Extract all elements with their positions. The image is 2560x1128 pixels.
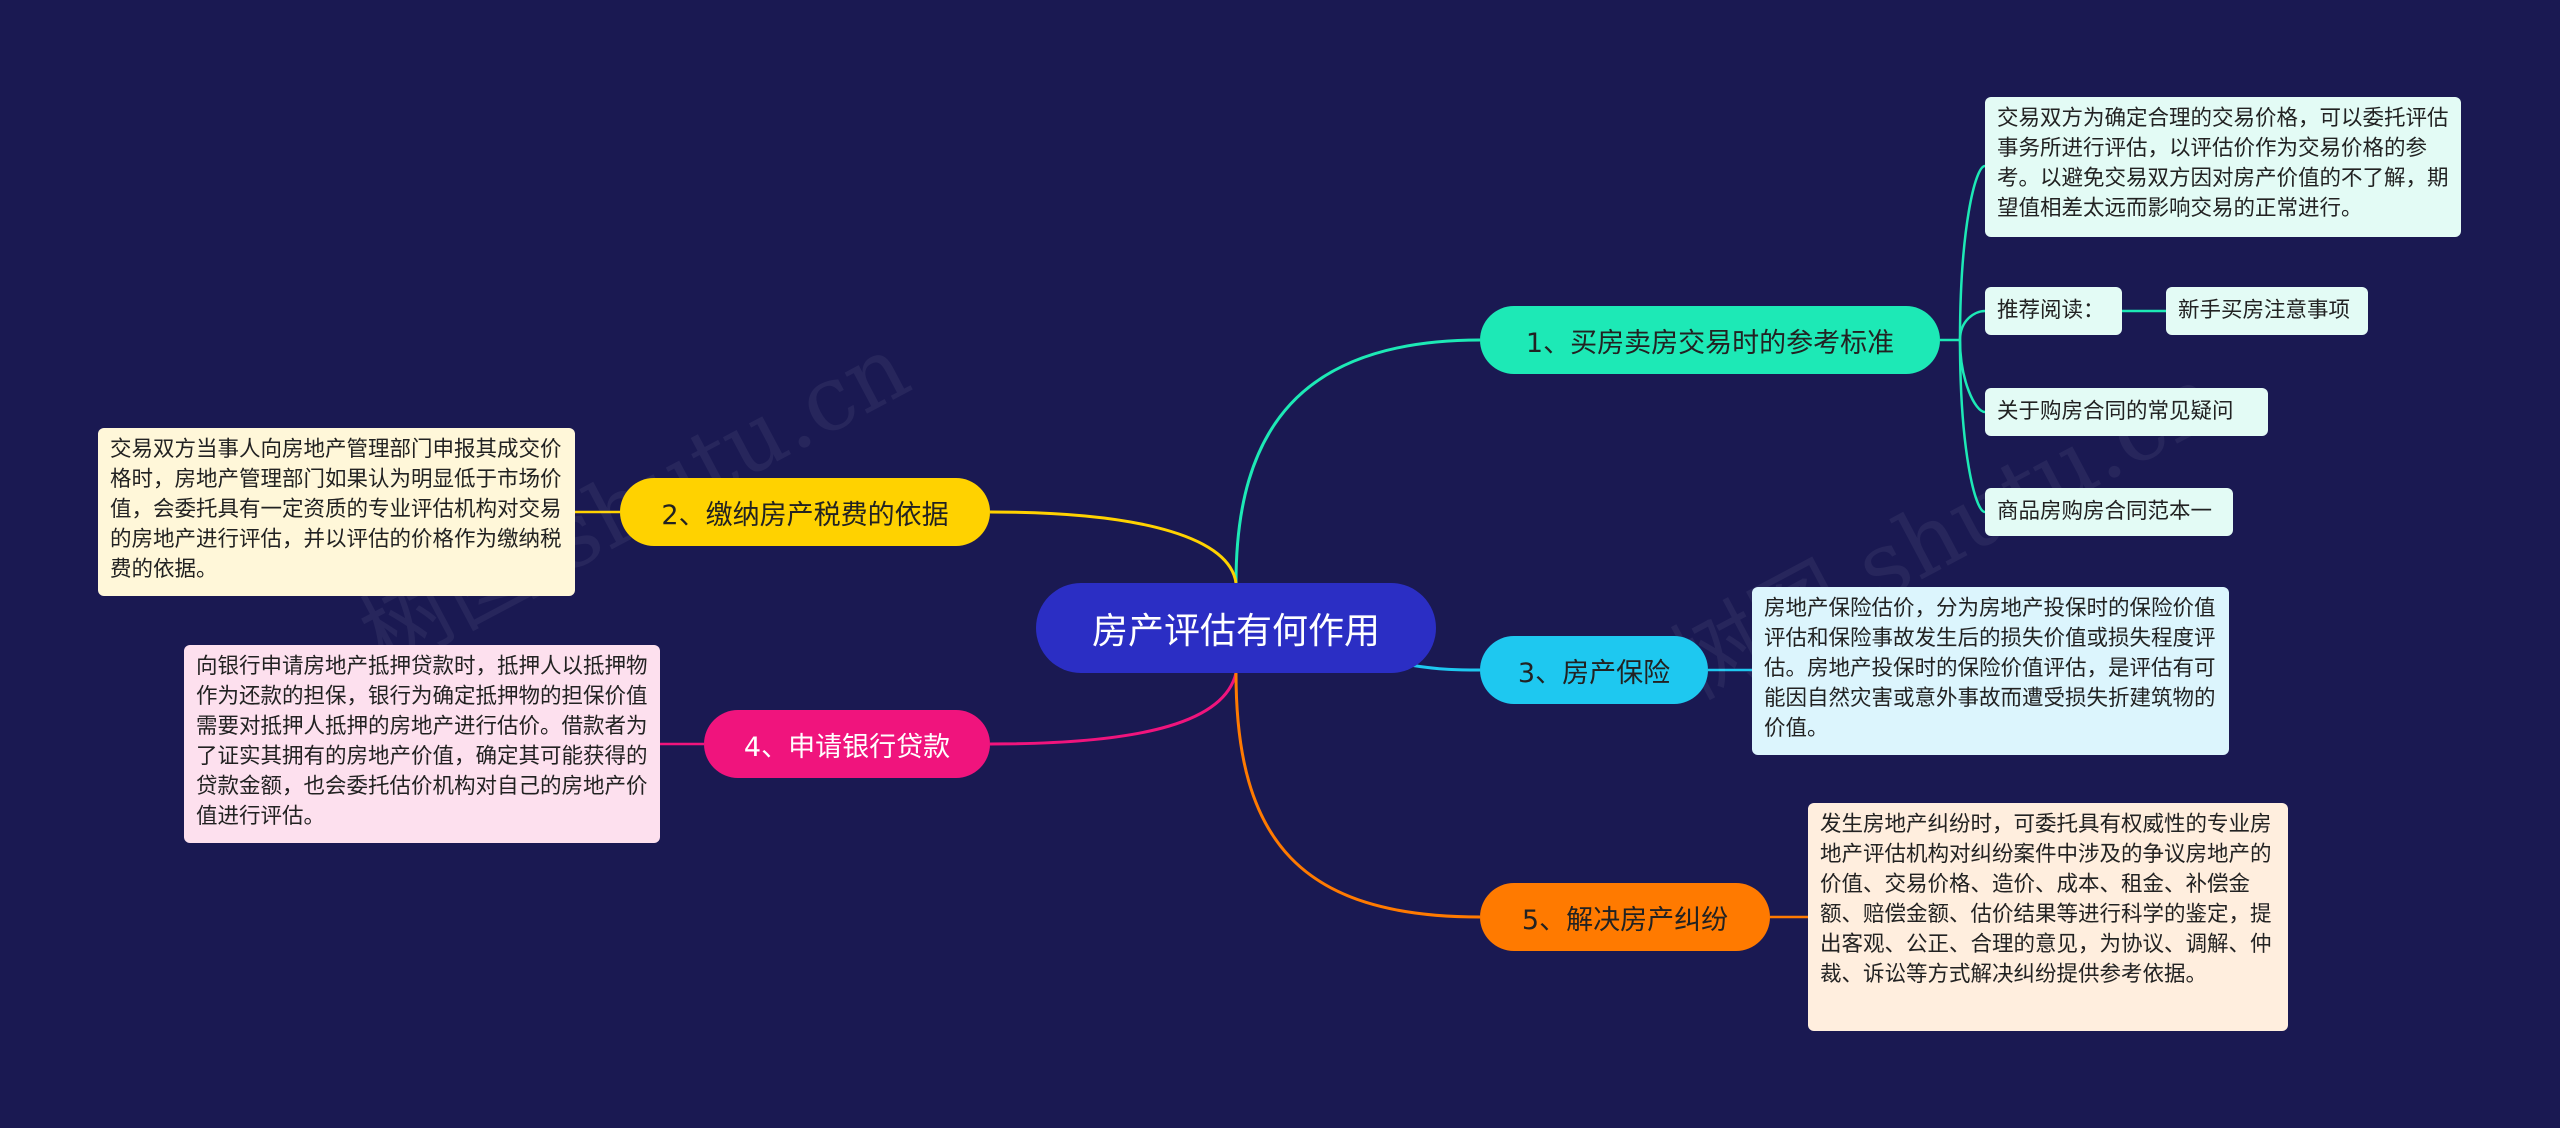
link-b1-leaf-4 <box>1958 339 1986 514</box>
branch-1-leaf-2: 推荐阅读： <box>1985 287 2122 335</box>
link-b1-leaf-3 <box>1958 339 1986 414</box>
branch-4-node[interactable]: 4、申请银行贷款 <box>704 710 990 778</box>
root-node[interactable]: 房产评估有何作用 <box>1036 583 1436 673</box>
link-root-branch-1 <box>1234 338 1481 584</box>
branch-1-leaf-1: 交易双方为确定合理的交易价格，可以委托评估事务所进行评估，以评估价作为交易价格的… <box>1985 97 2461 237</box>
link-root-branch-5 <box>1234 672 1481 919</box>
branch-5-leaf-1: 发生房地产纠纷时，可委托具有权威性的专业房地产评估机构对纠纷案件中涉及的争议房地… <box>1808 803 2288 1031</box>
branch-1-leaf-4[interactable]: 商品房购房合同范本一 <box>1985 488 2233 536</box>
link-root-branch-4 <box>989 672 1238 746</box>
branch-5-node[interactable]: 5、解决房产纠纷 <box>1480 883 1770 951</box>
branch-1-node[interactable]: 1、买房卖房交易时的参考标准 <box>1480 306 1940 374</box>
branch-1-leaf-3[interactable]: 关于购房合同的常见疑问 <box>1985 388 2268 436</box>
branch-3-leaf-1: 房地产保险估价，分为房地产投保时的保险价值评估和保险事故发生后的损失价值或损失程… <box>1752 587 2229 755</box>
link-b1-leaf-2 <box>1958 309 1986 341</box>
branch-3-node[interactable]: 3、房产保险 <box>1480 636 1708 704</box>
link-root-branch-3 <box>1409 663 1481 672</box>
link-root-branch-2 <box>989 510 1238 584</box>
branch-2-leaf-1: 交易双方当事人向房地产管理部门申报其成交价格时，房地产管理部门如果认为明显低于市… <box>98 428 575 596</box>
branch-2-node[interactable]: 2、缴纳房产税费的依据 <box>620 478 990 546</box>
branch-4-leaf-1: 向银行申请房地产抵押贷款时，抵押人以抵押物作为还款的担保，银行为确定抵押物的担保… <box>184 645 660 843</box>
branch-1-sub-leaf[interactable]: 新手买房注意事项 <box>2166 287 2368 335</box>
link-b1-leaf-1 <box>1958 164 1986 341</box>
